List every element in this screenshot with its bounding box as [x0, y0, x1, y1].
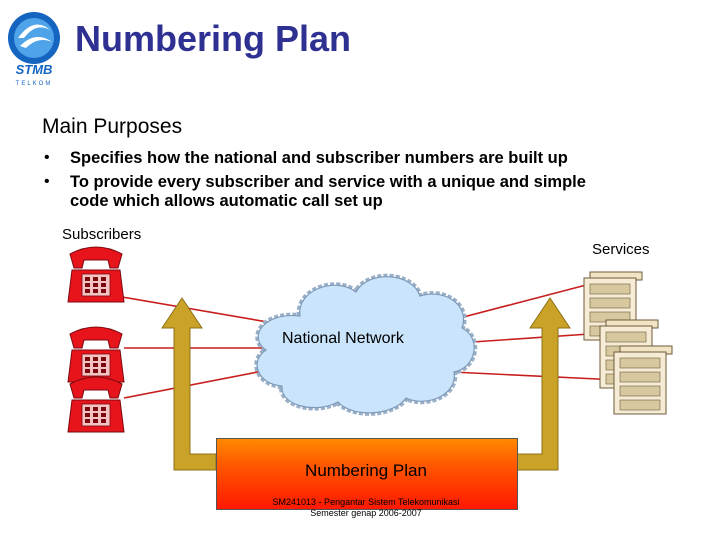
footer-semester: Semester genap 2006-2007 — [310, 508, 422, 518]
bullet-line: To provide every subscriber and service … — [70, 173, 586, 191]
page-title: Numbering Plan — [75, 18, 352, 59]
bullet-marker: • — [44, 173, 50, 190]
telephone-icon — [67, 326, 125, 383]
subscribers-label: Subscribers — [62, 226, 142, 243]
logo-text: STMB — [16, 62, 53, 77]
network-label: National Network — [282, 330, 404, 347]
stmb-logo: STMB TELKOM — [4, 8, 64, 88]
services-label: Services — [592, 241, 650, 258]
section-heading: Main Purposes — [42, 115, 183, 138]
arrow-right — [515, 297, 571, 471]
link-line — [451, 283, 591, 321]
footer-course: SM241013 - Pengantar Sistem Telekomunika… — [272, 497, 460, 507]
bullet-marker: • — [44, 149, 50, 166]
bullet-text: To provide every subscriber and service … — [70, 173, 586, 211]
telephone-icon — [67, 246, 125, 303]
link-line — [451, 371, 619, 381]
numbering-plan-box — [216, 438, 518, 510]
link-line — [121, 296, 286, 326]
link-line — [123, 369, 269, 399]
telephone-icon — [67, 376, 125, 433]
logo-subtext: TELKOM — [16, 81, 53, 87]
network-cloud — [254, 273, 478, 416]
exchange-cabinet-icon — [613, 345, 673, 415]
bullet-text: Specifies how the national and subscribe… — [70, 149, 568, 168]
link-line — [457, 332, 605, 344]
connection-lines — [121, 283, 619, 399]
arrow-left — [161, 297, 217, 471]
numbering-plan-label: Numbering Plan — [305, 461, 427, 480]
arrows — [161, 297, 571, 471]
bullet-line: code which allows automatic call set up — [70, 192, 383, 210]
bullet-line: Specifies how the national and subscribe… — [70, 149, 568, 167]
